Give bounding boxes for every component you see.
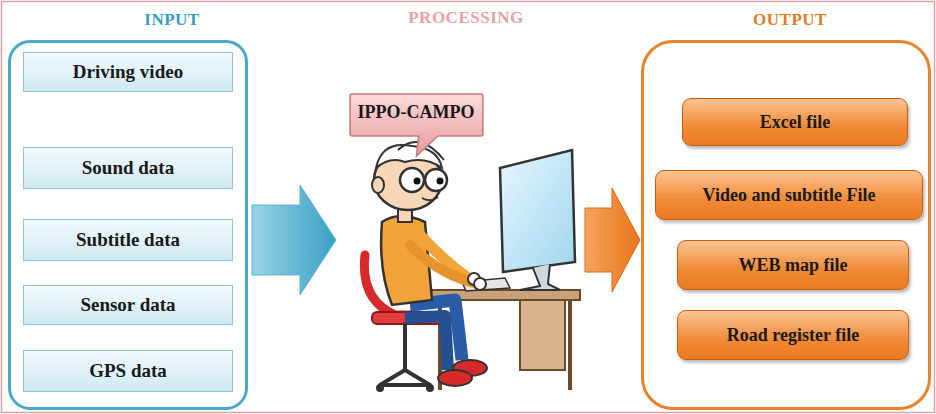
box-label: IPPO-CAMPO [358,102,475,123]
output-arrow [585,188,640,292]
output-box: Road register file [677,310,909,360]
box-label: Subtitle data [76,229,180,251]
box-label: Video and subtitle File [703,185,876,206]
input-arrow [252,185,336,295]
output-box: Video and subtitle File [655,170,923,220]
input-box: GPS data [23,350,233,392]
box-label: Driving video [73,61,183,83]
box-label: Sound data [82,157,174,179]
group-box: OUTPUTExcel fileVideo and subtitle FileW… [641,40,931,410]
box-label: Road register file [727,325,859,346]
speech-bubble: IPPO-CAMPO [348,92,485,158]
speech-bubble-outline [348,92,485,158]
group-box: INPUTDriving videoSound dataSubtitle dat… [8,40,248,410]
box-label: Excel file [760,112,830,133]
box-label: WEB map file [738,255,847,276]
input-box: Sound data [23,147,233,189]
person-at-computer [364,142,580,392]
box-label: Sensor data [80,294,175,316]
group-heading: INPUT [144,10,199,30]
input-box: Sensor data [23,285,233,325]
group-heading: OUTPUT [753,10,827,30]
output-box: Excel file [682,98,908,146]
output-box: WEB map file [677,240,909,290]
box-label: GPS data [89,360,167,382]
input-box: Driving video [23,52,233,92]
column-heading: PROCESSING [408,8,524,28]
input-box: Subtitle data [23,219,233,261]
